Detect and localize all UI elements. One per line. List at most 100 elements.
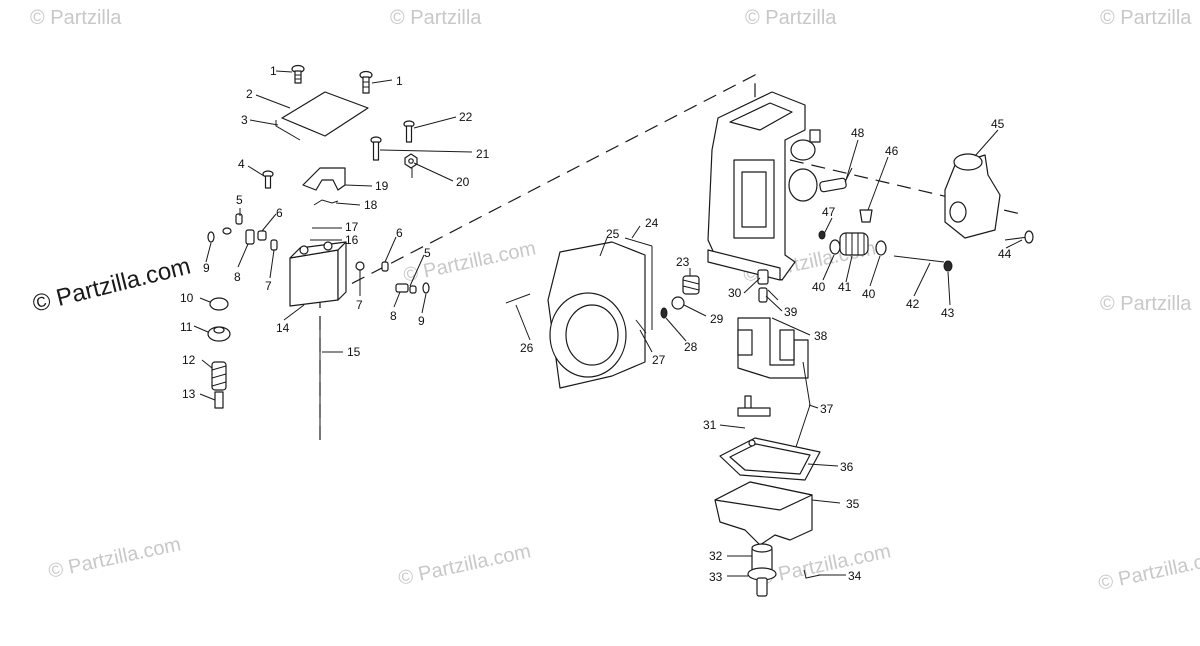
callout-label: 46 (885, 144, 899, 158)
slide-part (737, 317, 809, 379)
callout-label: 29 (710, 312, 724, 326)
callout-label: 13 (182, 387, 196, 401)
callout-label: 30 (728, 286, 742, 300)
callout-label: 38 (814, 329, 828, 343)
jet-part (310, 227, 330, 241)
callout-label: 26 (520, 341, 534, 355)
small-part (222, 227, 232, 235)
callout-label: 14 (276, 321, 290, 335)
gasket-wire (275, 120, 301, 141)
callout-label: 27 (652, 353, 666, 367)
callout-label: 40 (862, 287, 876, 301)
callout-label: 44 (998, 247, 1012, 261)
callout-label: 25 (606, 227, 620, 241)
screw-part (291, 64, 305, 84)
callout-label: 36 (840, 460, 854, 474)
watermark: © Partzilla (30, 7, 122, 29)
callout-label: 12 (182, 353, 196, 367)
callout-label: 43 (941, 306, 955, 320)
callout-label: 9 (203, 261, 210, 275)
callout-label: 8 (390, 309, 397, 323)
callout-label: 4 (238, 157, 245, 171)
small-part (257, 230, 267, 241)
callout-label: 42 (906, 297, 920, 311)
callout-label: 24 (645, 216, 659, 230)
screw-part (262, 170, 274, 189)
callout-label: 6 (276, 206, 283, 220)
small-part (207, 231, 215, 243)
callout-label: 40 (812, 280, 826, 294)
clip-part (313, 199, 339, 206)
cover-plate (281, 91, 369, 137)
watermark: © Partzilla (390, 7, 482, 29)
callout-label: 32 (709, 549, 723, 563)
callout-label: 47 (822, 205, 836, 219)
small-part (245, 229, 255, 245)
callout-label: 34 (848, 569, 862, 583)
callout-label: 16 (345, 233, 359, 247)
callout-label: 2 (246, 87, 253, 101)
callout-label: 23 (676, 255, 690, 269)
callout-label: 18 (364, 198, 378, 212)
callout-label: 1 (270, 64, 277, 78)
jet-holder (214, 391, 224, 409)
spring-part (839, 232, 869, 256)
callout-label: 41 (838, 280, 852, 294)
spring-part (682, 275, 700, 295)
small-part (381, 261, 389, 272)
callout-label: 33 (709, 570, 723, 584)
small-part (395, 283, 409, 293)
callout-label: 45 (991, 117, 1005, 131)
small-part (270, 239, 278, 251)
callout-label: 1 (396, 74, 403, 88)
right-part-group (818, 153, 1034, 272)
callout-label: 10 (180, 291, 194, 305)
left-part-group (207, 64, 430, 440)
callout-label: 7 (265, 279, 272, 293)
small-part (422, 282, 430, 294)
washer-part (209, 297, 229, 311)
callout-label: 11 (180, 320, 193, 334)
callout-numbers: 1 1 2 3 22 21 20 4 19 18 5 6 17 16 9 8 7… (180, 64, 1012, 584)
callout-label: 19 (375, 179, 389, 193)
watermark: © Partzilla.com (46, 533, 182, 583)
callout-label: 35 (846, 497, 860, 511)
callout-label: 8 (234, 270, 241, 284)
brand-watermark: © Partzilla.com (30, 253, 193, 318)
callout-label: 48 (851, 126, 865, 140)
small-part (409, 285, 417, 294)
callout-label: 20 (456, 175, 470, 189)
small-part (235, 213, 243, 225)
watermark: © Partzilla (1100, 293, 1192, 315)
callout-label: 17 (345, 220, 359, 234)
carb-body (707, 91, 821, 281)
callout-label: 3 (241, 113, 248, 127)
watermark: © Partzilla.com (756, 540, 892, 590)
leader-lines (193, 70, 1023, 577)
callout-label: 5 (236, 193, 243, 207)
callout-label: 7 (356, 298, 363, 312)
callout-label: 28 (684, 340, 698, 354)
screw-part (370, 136, 382, 161)
watermark: © Partzilla.com (1096, 545, 1200, 595)
callout-label: 22 (459, 110, 473, 124)
callout-label: 6 (396, 226, 403, 240)
small-part (355, 261, 365, 271)
screw-part (359, 70, 373, 94)
watermark: © Partzilla (1100, 7, 1192, 29)
callout-label: 21 (476, 147, 490, 161)
callout-label: 9 (418, 314, 425, 328)
middle-part-group (505, 91, 821, 597)
callout-label: 31 (703, 418, 717, 432)
float-part (289, 241, 347, 307)
callout-label: 15 (347, 345, 361, 359)
callout-label: 37 (820, 402, 834, 416)
watermark: © Partzilla.com (401, 237, 537, 287)
watermark: © Partzilla (745, 7, 837, 29)
bracket-part (302, 167, 346, 191)
screw-part (403, 120, 415, 143)
callout-label: 5 (424, 246, 431, 260)
callout-label: 39 (784, 305, 798, 319)
watermark: © Partzilla.com (396, 540, 532, 590)
